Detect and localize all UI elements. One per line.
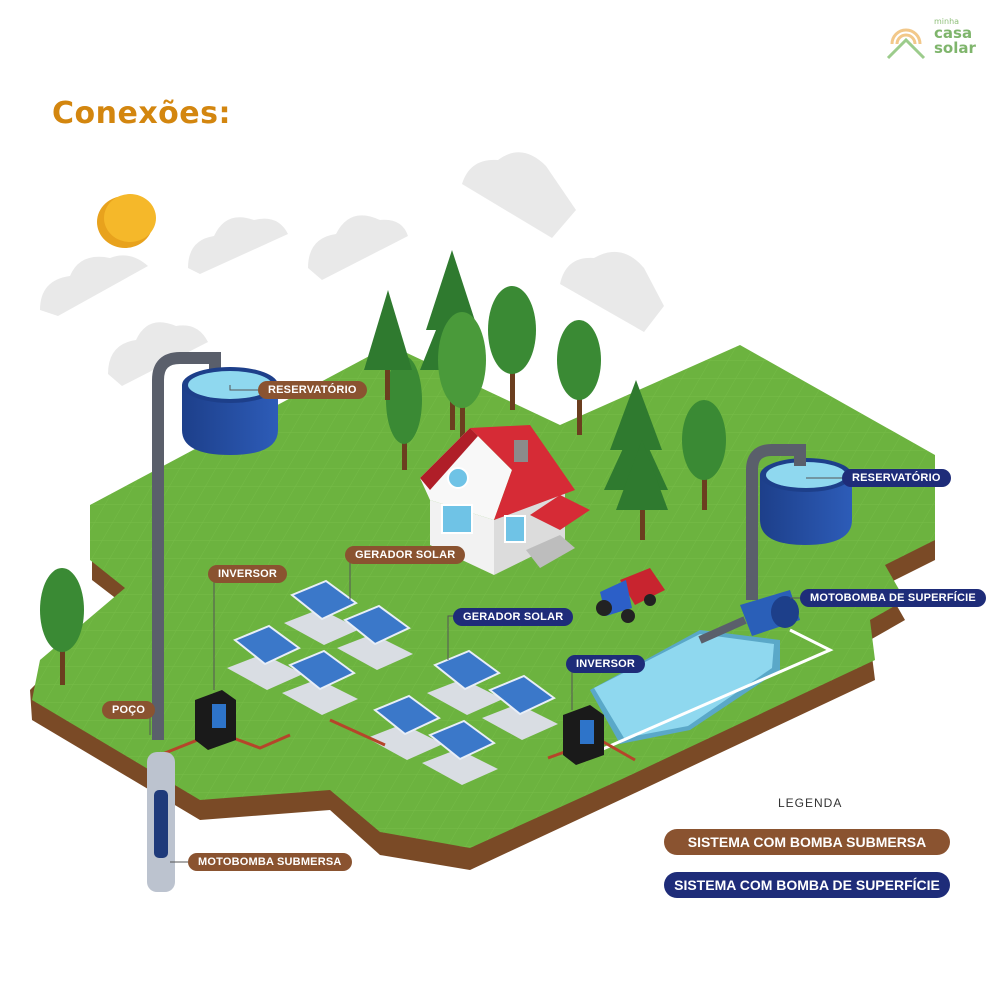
cloud bbox=[188, 217, 288, 274]
sun-icon bbox=[97, 194, 156, 248]
solar-panel bbox=[227, 624, 303, 690]
tree bbox=[557, 320, 601, 435]
label-gerador-solar-right: GERADOR SOLAR bbox=[453, 608, 574, 626]
solar-panel bbox=[427, 649, 503, 715]
reservoir-left bbox=[182, 367, 278, 455]
logo-line-1: minha bbox=[934, 17, 960, 26]
reservoir-right bbox=[746, 444, 852, 600]
solar-panel bbox=[284, 579, 360, 645]
tree bbox=[682, 400, 726, 510]
logo-line-3: solar bbox=[934, 39, 976, 57]
label-inversor-left: INVERSOR bbox=[208, 565, 288, 583]
label-inversor-right: INVERSOR bbox=[566, 655, 646, 673]
page-title: Conexões: bbox=[52, 96, 231, 131]
legend-item-superficie: SISTEMA COM BOMBA DE SUPERFÍCIE bbox=[664, 872, 950, 898]
tree bbox=[364, 290, 412, 400]
label-reservatorio-left: RESERVATÓRIO bbox=[258, 381, 367, 399]
label-motobomba-superficie: MOTOBOMBA DE SUPERFÍCIE bbox=[800, 589, 986, 607]
tractor bbox=[596, 568, 665, 623]
trees bbox=[40, 250, 726, 685]
cloud bbox=[40, 255, 148, 316]
inverter-right bbox=[563, 705, 604, 765]
solar-panel bbox=[337, 604, 413, 670]
logo-line-2: casa bbox=[934, 24, 973, 42]
sun-house-icon bbox=[886, 28, 926, 60]
cloud bbox=[108, 322, 208, 386]
inverter-left bbox=[195, 690, 236, 750]
legend-title: LEGENDA bbox=[778, 796, 843, 810]
tree bbox=[616, 440, 668, 540]
label-reservatorio-right: RESERVATÓRIO bbox=[842, 469, 951, 487]
house bbox=[420, 425, 590, 575]
solar-panels bbox=[227, 579, 558, 785]
cloud bbox=[462, 152, 576, 238]
surface-pump bbox=[698, 590, 800, 644]
tree bbox=[386, 356, 422, 470]
label-gerador-solar-left: GERADOR SOLAR bbox=[345, 546, 466, 564]
legend-item-submersa: SISTEMA COM BOMBA SUBMERSA bbox=[664, 829, 950, 855]
solar-panel bbox=[422, 719, 498, 785]
tree bbox=[438, 312, 486, 440]
solar-panel bbox=[482, 674, 558, 740]
clouds bbox=[40, 152, 664, 386]
label-motobomba-submersa: MOTOBOMBA SUBMERSA bbox=[188, 853, 352, 871]
brand-logo: minha casa solar bbox=[882, 18, 982, 66]
tree bbox=[488, 286, 536, 410]
tree bbox=[40, 568, 84, 685]
solar-panel bbox=[282, 649, 358, 715]
solar-panel bbox=[367, 694, 443, 760]
cloud bbox=[560, 251, 664, 332]
well-pipe bbox=[147, 352, 221, 892]
label-poco: POÇO bbox=[102, 701, 156, 719]
pond bbox=[590, 628, 834, 754]
cloud bbox=[308, 215, 408, 280]
